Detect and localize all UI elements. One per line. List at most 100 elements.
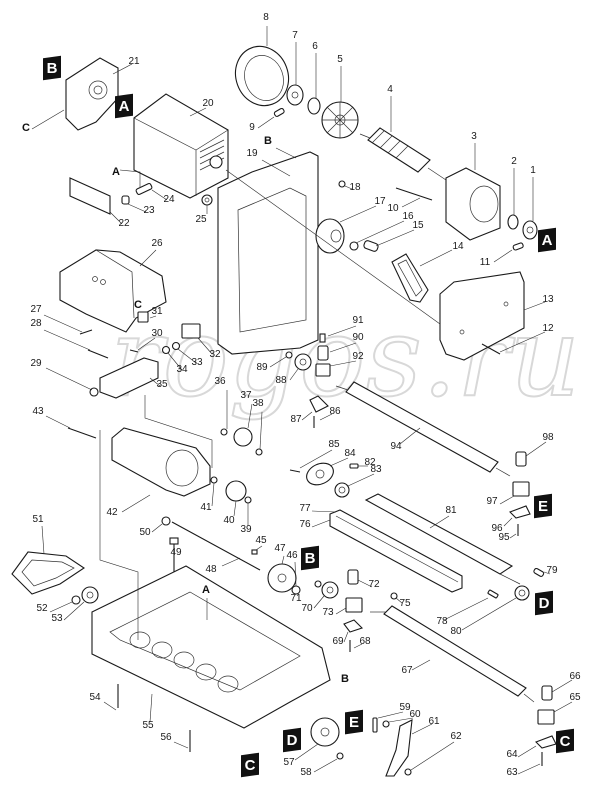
spring-block-parts-90-92	[315, 325, 357, 377]
part-number-37: 37	[240, 390, 252, 401]
gear-parts-39-41	[210, 476, 252, 525]
part-number-22: 22	[118, 218, 130, 229]
part-number-94: 94	[390, 441, 402, 452]
part-number-23: 23	[143, 205, 155, 216]
bracket-part-35	[99, 357, 161, 399]
part-number-95: 95	[498, 532, 510, 543]
gear-parts-88-89	[269, 351, 312, 381]
part-number-11: 11	[480, 257, 491, 268]
clip-parts-63-64	[517, 735, 557, 775]
nut-part-29	[45, 367, 99, 397]
badge-letter: B	[305, 550, 316, 567]
part-number-81: 81	[445, 505, 457, 516]
badge-b: B	[43, 55, 61, 81]
badge-background	[43, 55, 61, 81]
part-number-2: 2	[511, 156, 517, 167]
part-number-32: 32	[209, 349, 221, 360]
part-number-78: 78	[436, 616, 448, 627]
part-number-68: 68	[359, 636, 371, 647]
feed-roller-part-94	[335, 381, 511, 477]
part-number-12: 12	[542, 323, 554, 334]
belt-part-14	[391, 249, 453, 303]
base-frame-part-55	[91, 565, 331, 729]
part-number-92: 92	[352, 351, 364, 362]
screw-part-30	[129, 337, 156, 353]
part-number-80: 80	[450, 626, 462, 637]
part-number-63: 63	[506, 767, 518, 778]
part-number-75: 75	[399, 598, 411, 609]
part-number-28: 28	[30, 318, 42, 329]
part-number-8: 8	[263, 12, 269, 23]
pin-part-9	[257, 107, 285, 129]
badge-letter: A	[119, 98, 130, 115]
screw-part-18	[338, 180, 353, 190]
fan-part-5	[321, 66, 359, 139]
field-part-3	[445, 143, 501, 241]
screw-part-75	[390, 592, 403, 604]
badge-background	[301, 545, 319, 571]
outfeed-roller-part-67	[370, 605, 535, 703]
part-number-73: 73	[322, 607, 334, 618]
part-number-31: 31	[151, 306, 163, 317]
gear-part-47	[267, 555, 297, 593]
shaft-part-48	[171, 521, 261, 571]
part-number-19: 19	[246, 148, 258, 159]
part-number-72: 72	[368, 579, 380, 590]
part-number-84: 84	[344, 448, 356, 459]
part-number-43: 43	[32, 406, 44, 417]
badge-background	[535, 590, 553, 616]
part-number-87: 87	[290, 414, 302, 425]
part-number-57: 57	[283, 757, 295, 768]
part-number-labels: 1234567891011121314151617181920212223242…	[30, 12, 581, 778]
part-number-38: 38	[252, 398, 264, 409]
part-number-47: 47	[274, 543, 286, 554]
screw-part-12	[481, 331, 546, 355]
cutter-block-part-81	[364, 493, 521, 585]
part-number-77: 77	[299, 503, 311, 514]
part-number-9: 9	[249, 122, 255, 133]
part-number-17: 17	[374, 196, 386, 207]
part-number-6: 6	[312, 41, 318, 52]
part-number-90: 90	[352, 332, 364, 343]
part-number-91: 91	[352, 315, 364, 326]
part-number-15: 15	[412, 220, 424, 231]
gear-parts-52-53	[49, 586, 99, 621]
part-number-58: 58	[300, 767, 312, 778]
part-number-62: 62	[450, 731, 462, 742]
part-number-65: 65	[569, 692, 581, 703]
badge-letter: B	[47, 60, 58, 77]
part-number-98: 98	[542, 432, 554, 443]
part-number-41: 41	[200, 502, 212, 513]
part-number-82: 82	[364, 457, 376, 468]
part-number-33: 33	[191, 357, 203, 368]
part-number-83: 83	[370, 464, 382, 475]
flange-part-57	[294, 717, 340, 761]
badge-a: A	[538, 227, 556, 253]
part-number-7: 7	[292, 30, 298, 41]
bearing-parts-78-80	[443, 567, 551, 631]
part-number-56: 56	[160, 732, 172, 743]
part-number-50: 50	[139, 527, 151, 538]
badge-letter: D	[287, 732, 298, 749]
part-number-46: 46	[286, 550, 298, 561]
pin-part-11	[493, 242, 524, 263]
part-number-26: 26	[151, 238, 163, 249]
part-number-36: 36	[214, 376, 226, 387]
through-bolt-part-10	[395, 187, 433, 208]
frame-plate-part-19	[217, 147, 319, 355]
badge-background	[538, 227, 556, 253]
capacitor-part-31	[137, 311, 157, 323]
badge-letter: E	[349, 714, 359, 731]
part-number-10: 10	[387, 203, 399, 214]
badge-background	[556, 728, 574, 754]
part-number-42: 42	[106, 507, 118, 518]
belt-cover-part-13	[439, 271, 546, 361]
part-number-14: 14	[452, 241, 464, 252]
bolt-part-54	[103, 684, 119, 711]
armature-part-4	[359, 96, 447, 181]
lever-part-61	[385, 719, 433, 777]
reference-letter-b: B	[341, 673, 349, 685]
part-number-61: 61	[428, 716, 440, 727]
